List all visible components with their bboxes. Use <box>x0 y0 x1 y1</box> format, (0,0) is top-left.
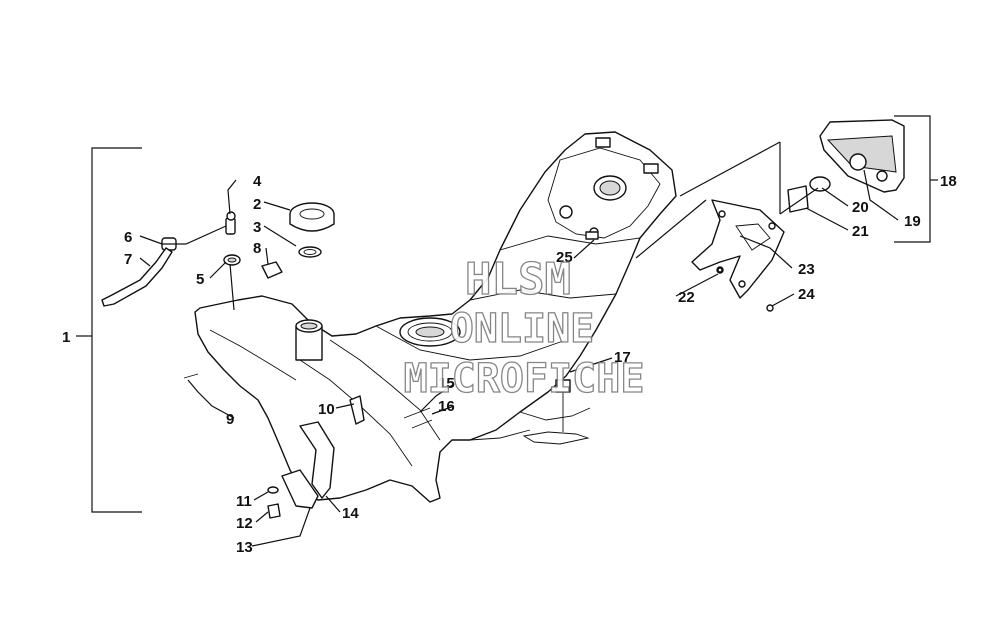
washer-11 <box>267 486 279 494</box>
screw-25 <box>585 231 599 240</box>
callout-21: 21 <box>852 223 869 240</box>
fuel-cap <box>289 202 335 232</box>
callout-24: 24 <box>798 286 815 303</box>
nut-12 <box>267 503 281 519</box>
callout-6: 6 <box>124 229 132 246</box>
callout-22: 22 <box>678 289 695 306</box>
vent-valve <box>225 211 236 235</box>
watermark-line-2: ONLINE <box>450 306 595 352</box>
callout-20: 20 <box>852 199 869 216</box>
screw-10 <box>349 395 365 425</box>
taillight-bracket <box>691 199 785 299</box>
group-bracket-1 <box>76 147 142 513</box>
watermark-line-3: MICROFICHE <box>404 356 645 402</box>
callout-1: 1 <box>62 329 70 346</box>
watermark-line-1: HLSM <box>465 254 571 305</box>
callout-9: 9 <box>226 411 234 428</box>
callout-25: 25 <box>556 249 573 266</box>
sender-plug <box>261 261 283 279</box>
callout-5: 5 <box>196 271 204 288</box>
callout-17: 17 <box>614 349 631 366</box>
callout-16: 16 <box>438 398 455 415</box>
taillight-assembly <box>787 119 905 213</box>
screw-22 <box>717 267 723 273</box>
callout-2: 2 <box>253 196 261 213</box>
leader-lines <box>139 141 899 547</box>
callout-12: 12 <box>236 515 253 532</box>
group-bracket-18 <box>894 115 938 243</box>
callout-4: 4 <box>253 173 262 190</box>
grommet <box>223 254 241 266</box>
screw-24 <box>766 304 774 312</box>
callout-15: 15 <box>438 375 455 392</box>
callout-14: 14 <box>342 505 359 522</box>
callout-13: 13 <box>236 539 253 556</box>
callout-7: 7 <box>124 251 132 268</box>
callout-19: 19 <box>904 213 921 230</box>
callout-8: 8 <box>253 240 261 257</box>
callout-18: 18 <box>940 173 957 190</box>
callout-3: 3 <box>253 219 261 236</box>
hose-tip <box>183 373 199 379</box>
cap-gasket <box>298 246 322 258</box>
callout-23: 23 <box>798 261 815 278</box>
callout-10: 10 <box>318 401 335 418</box>
vent-hose <box>101 247 173 307</box>
watermark: HLSM ONLINE MICROFICHE <box>403 253 645 402</box>
callout-labels: 1 2 3 4 5 6 7 8 9 10 11 12 13 14 15 16 1… <box>62 173 957 556</box>
fuel-tank-body <box>194 131 677 509</box>
callout-11: 11 <box>236 493 252 510</box>
